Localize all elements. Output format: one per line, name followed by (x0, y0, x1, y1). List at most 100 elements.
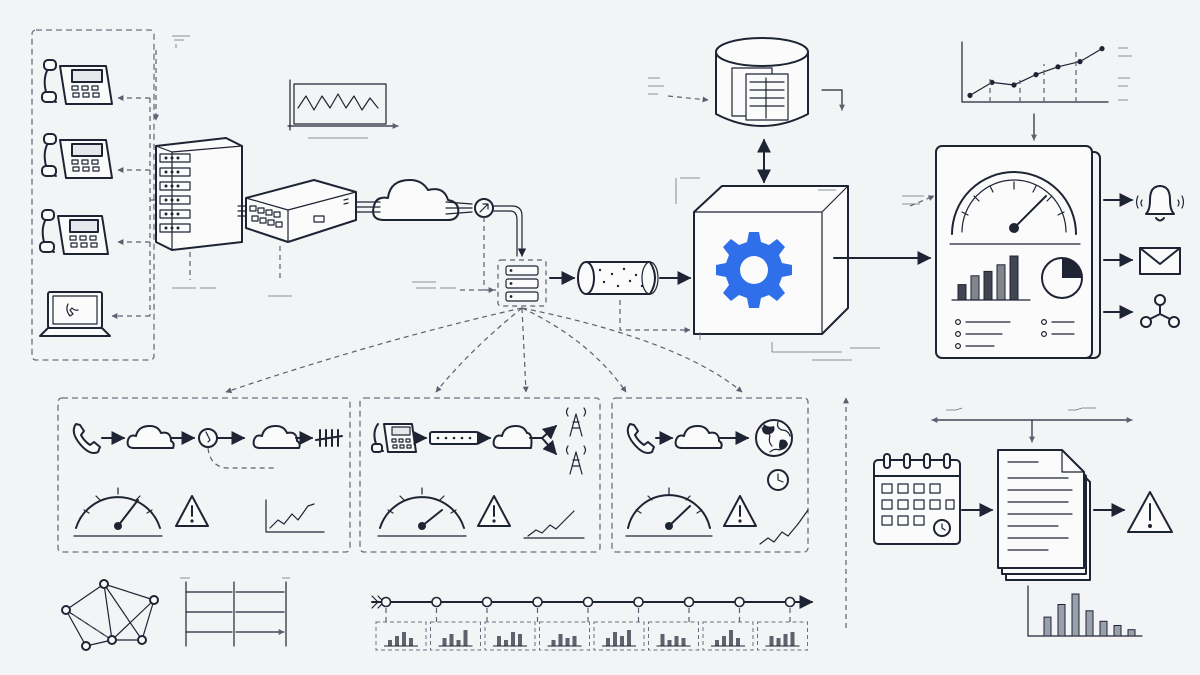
flow-panel-2 (359, 397, 601, 553)
cloud-icon (492, 425, 533, 449)
network-share-icon (1140, 294, 1180, 328)
mini-chart-bar (504, 640, 508, 646)
trend-chart-icon (265, 499, 325, 533)
dashboard-bar (970, 275, 980, 301)
mini-chart-bar (402, 632, 406, 646)
report-bar (1113, 625, 1122, 637)
dashboard-bar (996, 264, 1006, 301)
bar-chart-icon (951, 255, 1031, 301)
mini-chart-bar (395, 636, 399, 646)
dashboard-bar (1009, 255, 1019, 301)
report-bar (1127, 629, 1136, 637)
cloud-icon (372, 179, 460, 221)
list-lines (954, 319, 1075, 350)
mini-chart-frame (539, 621, 590, 651)
dashboard-bar (957, 284, 967, 301)
timeline-node (380, 596, 392, 608)
splitter-node-icon (198, 428, 218, 448)
timeline-node (431, 596, 442, 608)
mini-chart-bar (667, 640, 672, 646)
timeline-node (582, 596, 594, 608)
report-bar (1043, 616, 1052, 637)
report-bar (1085, 610, 1094, 637)
fanout-arrows (225, 307, 743, 394)
trend-point (1077, 59, 1083, 65)
envelope-icon (1139, 247, 1181, 275)
mini-chart-bar (715, 640, 719, 646)
mini-chart-bar (558, 634, 563, 646)
document-stack-icon (997, 449, 1091, 581)
mini-chart-bar (463, 630, 468, 646)
mini-chart-bar (783, 634, 788, 646)
globe-icon (755, 419, 793, 457)
gear-icon (716, 232, 792, 308)
mini-chart-bar (769, 636, 774, 646)
waveform-chart-icon (287, 79, 399, 139)
mini-chart-bar (722, 636, 726, 646)
dashboard-bar (983, 270, 993, 301)
trend-chart-icon (759, 509, 809, 545)
bell-icon (1135, 185, 1185, 222)
timeline-icon (371, 595, 814, 651)
trend-point (989, 79, 995, 85)
annotation-scribbles (153, 35, 190, 121)
mini-chart-bar (449, 634, 454, 646)
mini-chart-bar (620, 636, 624, 646)
mini-chart-bar (790, 632, 795, 646)
gauge-icon (73, 487, 163, 537)
mini-chart-bar (776, 638, 781, 646)
desk-phone-icon (39, 209, 109, 255)
bar-chart-icon (1027, 585, 1143, 637)
laptop-icon (39, 291, 111, 337)
mini-chart-bar (627, 630, 631, 646)
handset-icon (626, 423, 655, 454)
mini-chart-frame (593, 621, 645, 651)
flow-panel-1 (57, 397, 351, 553)
timeline-node (784, 596, 796, 608)
mini-chart-bar (442, 638, 447, 646)
endpoint-devices-group (31, 29, 160, 361)
mini-chart-bar (660, 634, 665, 646)
signal-bars-icon (315, 429, 343, 447)
timeline-node (683, 596, 695, 608)
network-graph-icon (61, 579, 159, 651)
top-trend-chart (961, 41, 1132, 103)
mini-chart-bar (511, 632, 515, 646)
mini-chart-frame (375, 621, 427, 651)
trend-chart-icon (523, 510, 585, 539)
trend-point (967, 92, 973, 98)
mini-chart-bar (613, 632, 617, 646)
calendar-icon (873, 453, 961, 545)
mini-chart-bar (551, 640, 556, 646)
mini-chart-bar (674, 636, 679, 646)
timeline-node (734, 596, 745, 608)
report-bar (1057, 604, 1066, 637)
mini-chart-bar (681, 638, 686, 646)
dashboard-icon (935, 145, 1101, 359)
switch-icon (497, 259, 547, 307)
switch-icon (429, 431, 479, 445)
cloud-icon (126, 425, 175, 449)
mini-chart-bar (606, 638, 610, 646)
gauge-icon (377, 487, 467, 537)
trend-point (1099, 46, 1105, 52)
cloud-icon (252, 425, 301, 449)
mini-chart-frame (430, 621, 481, 651)
timeline-node (532, 596, 543, 608)
report-bar (1099, 620, 1108, 637)
cloud-icon (674, 425, 723, 449)
flow-panel-3 (611, 397, 809, 553)
desk-phone-icon (41, 133, 113, 179)
mini-chart-frame (702, 621, 754, 651)
pie-slice (1062, 258, 1082, 278)
clock-icon (767, 469, 789, 491)
gauge-icon (625, 487, 713, 537)
warning-icon (175, 495, 209, 527)
mini-chart-bar (409, 638, 413, 646)
mini-chart-bar (729, 630, 733, 646)
warning-icon (477, 495, 511, 527)
gauge-icon (951, 171, 1077, 235)
trend-point (1055, 64, 1061, 70)
handset-icon (72, 423, 101, 454)
server-rack-icon (155, 137, 243, 251)
